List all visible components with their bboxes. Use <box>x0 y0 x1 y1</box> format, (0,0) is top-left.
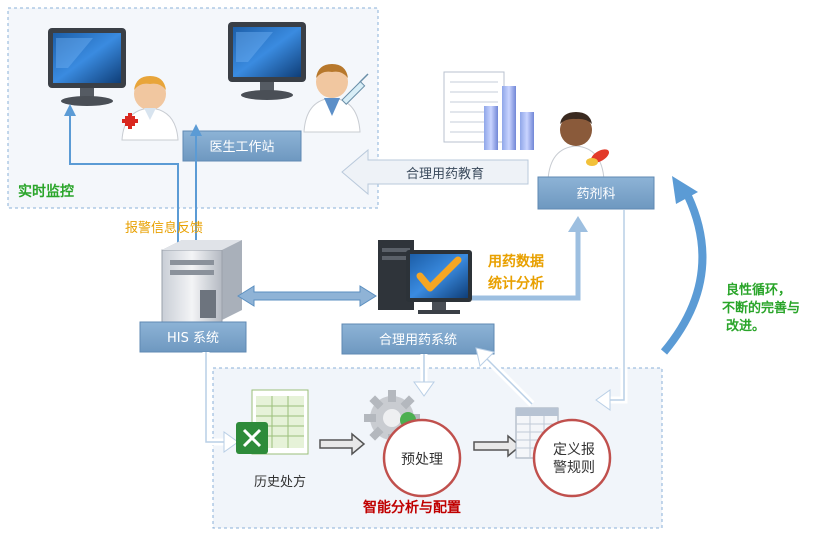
pharmacy-label: 药剂科 <box>576 187 615 202</box>
cycle-arrow <box>660 194 707 355</box>
education-label: 合理用药教育 <box>406 166 484 182</box>
rules-circle <box>532 418 612 498</box>
arrow-head <box>672 176 698 204</box>
stats-label-line2: 统计分析 <box>488 275 544 292</box>
monitor-icon <box>48 28 126 106</box>
stats-label-line1: 用药数据 <box>488 253 544 270</box>
doctor-station-box <box>182 130 302 162</box>
arrow-head <box>568 216 588 232</box>
cycle-label-line1: 良性循环， <box>726 282 791 298</box>
history-rx-label: 历史处方 <box>254 474 306 490</box>
preprocess-label: 预处理 <box>401 452 443 468</box>
stats-arrow <box>472 228 581 301</box>
flow-arrow <box>473 434 522 458</box>
alarm-arrow-left <box>69 110 179 248</box>
pharmacist-icon <box>547 112 610 181</box>
double-arrow <box>237 285 377 307</box>
rules-up-arrow-outline <box>483 355 533 405</box>
monitor-icon <box>228 22 306 100</box>
doctor-icon <box>121 76 179 141</box>
rational-system-label: 合理用药系统 <box>379 333 457 348</box>
rational-system-box <box>341 323 495 355</box>
excel-icon <box>236 389 309 455</box>
cycle-label-line2: 不断的完善与 <box>722 300 800 316</box>
doctor-icon <box>303 64 369 133</box>
arrow-head <box>190 124 202 136</box>
document-chart-icon <box>443 71 534 150</box>
flow-arrow <box>319 432 366 456</box>
arrow-head <box>413 381 435 397</box>
rules-label-line1: 定义报 <box>553 442 595 458</box>
his-box <box>139 321 247 353</box>
education-arrow <box>341 148 529 196</box>
pharmacy-down-arrow-outline <box>608 210 625 401</box>
server-icon <box>161 240 242 323</box>
cycle-label-line3: 改进。 <box>726 318 765 334</box>
his-label: HIS 系统 <box>167 331 219 346</box>
computer-checkmark-icon <box>378 240 472 314</box>
arrow-head <box>595 389 611 411</box>
pharmacy-box <box>537 176 655 210</box>
rules-label-line2: 警规则 <box>553 460 595 476</box>
arrow-head <box>475 347 495 367</box>
realtime-monitor-label: 实时监控 <box>18 183 74 200</box>
smart-config-label: 智能分析与配置 <box>362 499 461 516</box>
doctor-station-label: 医生工作站 <box>209 140 274 155</box>
preprocess-circle <box>382 418 462 498</box>
arrow-head <box>64 104 76 116</box>
alarm-feedback-label: 报警信息反馈 <box>125 220 203 236</box>
his-down-arrow-outline <box>205 352 226 443</box>
arrow-head <box>223 431 239 453</box>
